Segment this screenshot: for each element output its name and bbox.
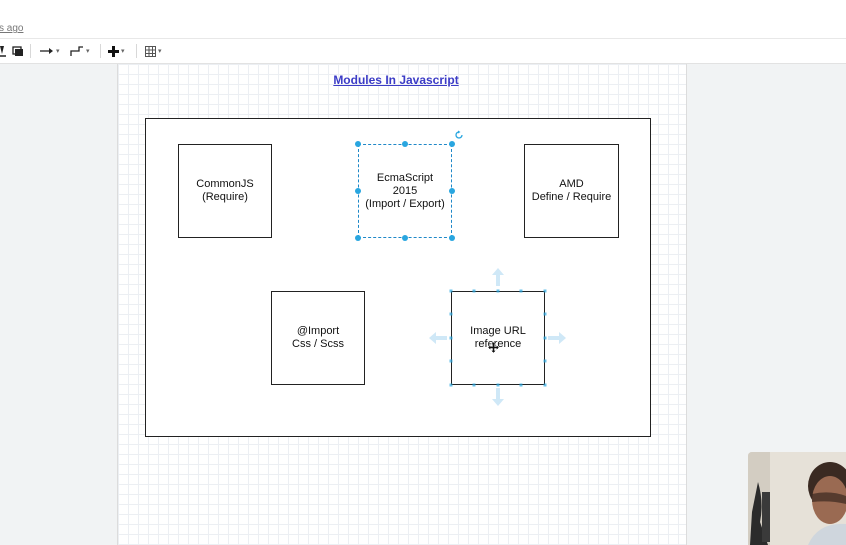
format-toolbar: ▾ ▾ ▾ ▾ [0,39,846,64]
resize-handle-nw[interactable] [355,141,361,147]
caret-down-icon: ▾ [56,48,60,55]
webcam-overlay [748,452,846,545]
connection-point[interactable] [449,383,453,387]
connection-point[interactable] [519,383,523,387]
presenter-video-icon [748,452,846,545]
insert-plus-icon[interactable]: ▾ [108,43,125,59]
table-icon[interactable]: ▾ [145,43,162,59]
connection-point[interactable] [449,336,453,340]
toolbar-divider [136,44,137,58]
resize-handle-ne[interactable] [449,141,455,147]
connection-point[interactable] [519,289,523,293]
connection-point[interactable] [472,383,476,387]
node-ecmascript[interactable]: EcmaScript 2015 (Import / Export) [358,144,452,238]
title-bar: s ago [0,0,846,39]
connection-point[interactable] [449,359,453,363]
caret-down-icon: ▾ [121,48,125,55]
edit-style-icon[interactable] [0,43,6,59]
connection-point[interactable] [543,336,547,340]
waypoints-icon[interactable]: ▾ [70,43,90,59]
resize-handle-sw[interactable] [355,235,361,241]
arrow-down-icon[interactable] [492,388,504,406]
toolbar-divider [100,44,101,58]
connection-point[interactable] [472,289,476,293]
resize-handle-e[interactable] [449,188,455,194]
connection-point[interactable] [543,359,547,363]
node-import-css[interactable]: @Import Css / Scss [271,291,365,385]
connection-point[interactable] [543,312,547,316]
resize-handle-n[interactable] [402,141,408,147]
move-cursor-icon [488,342,499,353]
connection-point[interactable] [449,312,453,316]
resize-handle-w[interactable] [355,188,361,194]
arrow-right-icon[interactable] [548,332,566,344]
node-image-url[interactable]: Image URL reference [451,291,545,385]
rotate-handle-icon[interactable] [454,130,464,140]
toolbar-divider [30,44,31,58]
resize-handle-s[interactable] [402,235,408,241]
resize-handle-se[interactable] [449,235,455,241]
node-commonjs[interactable]: CommonJS (Require) [178,144,272,238]
caret-down-icon: ▾ [86,48,90,55]
connection-point[interactable] [543,383,547,387]
connection-point[interactable] [496,289,500,293]
last-saved-link[interactable]: s ago [0,23,24,34]
connection-point[interactable] [449,289,453,293]
diagram-title[interactable]: Modules In Javascript [333,73,459,87]
shadow-icon[interactable] [12,43,24,59]
connection-point[interactable] [496,383,500,387]
arrow-up-icon[interactable] [492,268,504,286]
arrow-left-icon[interactable] [429,332,447,344]
caret-down-icon: ▾ [158,48,162,55]
connection-style-icon[interactable]: ▾ [40,43,60,59]
connection-point[interactable] [543,289,547,293]
node-amd[interactable]: AMD Define / Require [524,144,619,238]
